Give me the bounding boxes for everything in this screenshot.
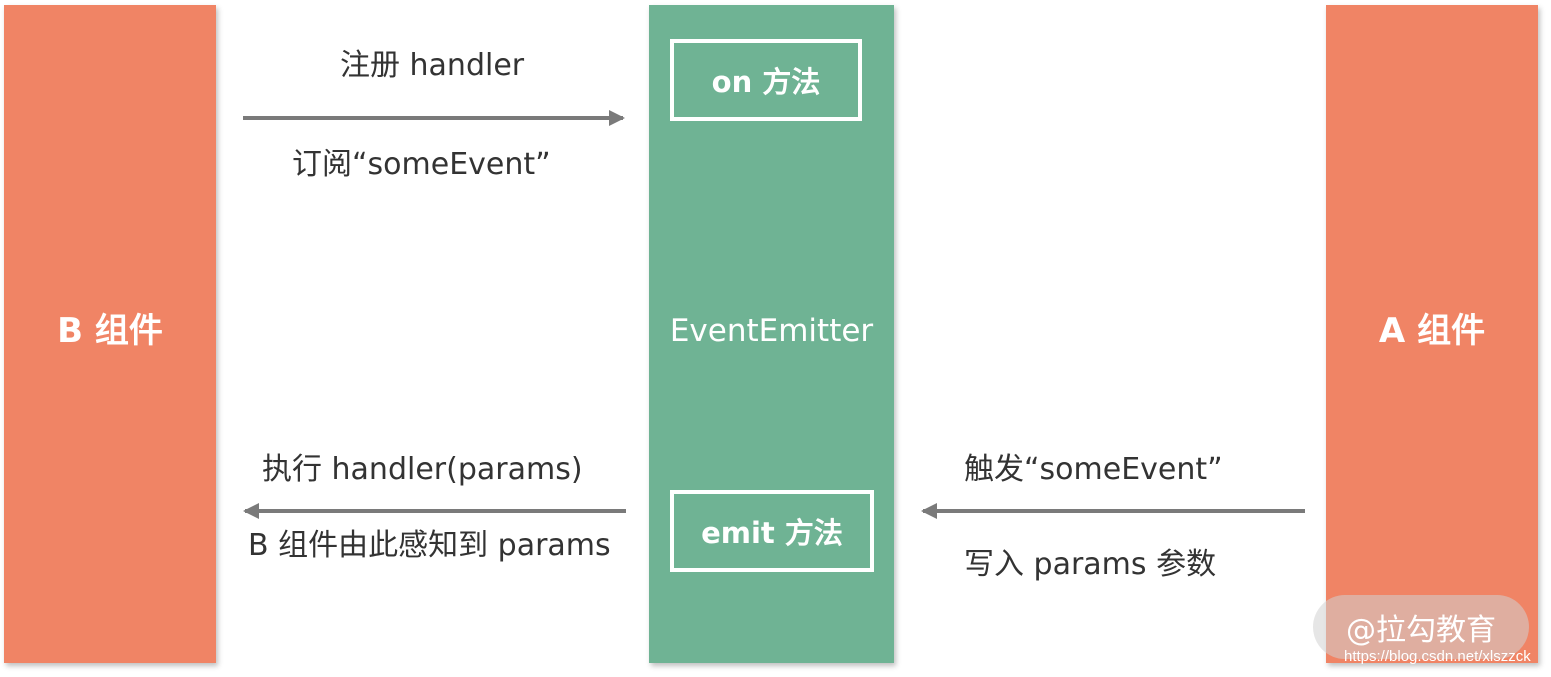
register-handler-label: 注册 handler bbox=[340, 48, 525, 83]
trigger-event-label: 触发“someEvent” bbox=[964, 452, 1223, 487]
b-component-label: B 组件 bbox=[57, 311, 163, 351]
emit-method-box: emit 方法 bbox=[670, 490, 874, 572]
execute-arrow bbox=[243, 503, 626, 519]
execute-handler-label: 执行 handler(params) bbox=[262, 452, 583, 487]
a-component-label: A 组件 bbox=[1378, 311, 1486, 351]
subscribe-event-label: 订阅“someEvent” bbox=[292, 147, 551, 182]
trigger-arrow bbox=[921, 503, 1305, 519]
b-component-column: B 组件 bbox=[4, 5, 216, 663]
on-method-box: on 方法 bbox=[670, 39, 862, 121]
write-params-label: 写入 params 参数 bbox=[964, 547, 1217, 582]
a-component-column: A 组件 bbox=[1326, 5, 1538, 663]
watermark-logo: @拉勾教育 bbox=[1313, 595, 1529, 659]
b-perceives-params-label: B 组件由此感知到 params bbox=[248, 528, 611, 563]
register-arrow bbox=[243, 110, 625, 126]
event-emitter-column: on 方法 EventEmitter emit 方法 bbox=[649, 5, 894, 663]
event-emitter-label: EventEmitter bbox=[669, 313, 874, 349]
watermark-url: https://blog.csdn.net/xlszzck bbox=[1344, 648, 1531, 665]
